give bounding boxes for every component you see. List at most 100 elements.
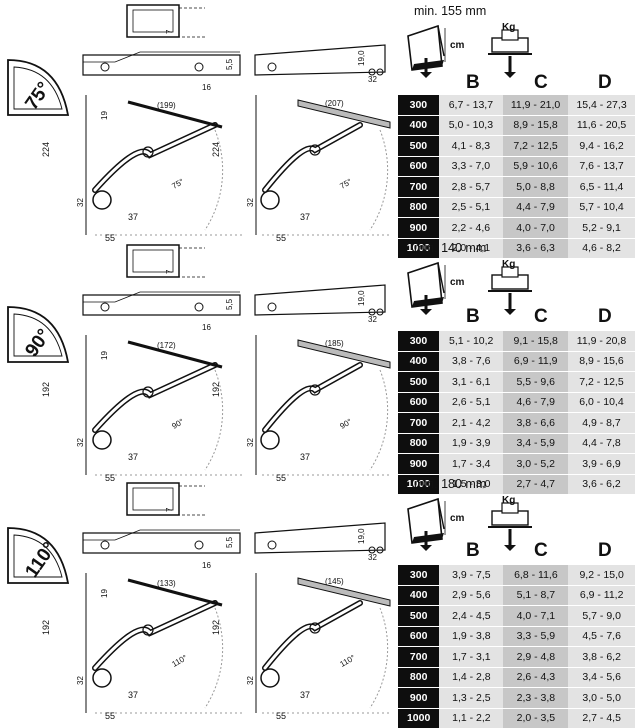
cabinet-side-left (82, 54, 241, 76)
cell-b: 1,3 - 2,5 (439, 687, 504, 708)
hinge-joint (142, 624, 154, 636)
dim-len-left: (199) (157, 101, 176, 110)
cell-d: 4,5 - 7,6 (568, 625, 635, 647)
cell-c: 4,6 - 7,9 (503, 391, 568, 413)
cell-b: 2,4 - 4,5 (439, 605, 504, 626)
cell-c: 3,3 - 5,9 (503, 625, 569, 647)
cell-b: 5,0 - 10,3 (438, 114, 504, 136)
hinge-arm-inner (263, 123, 362, 192)
cell-width: 800 (398, 196, 439, 218)
dim-32: 32 (246, 676, 255, 685)
hinge-joint (142, 386, 154, 398)
dim-hole-a: 19,0 (357, 290, 366, 306)
dim-32: 32 (246, 438, 255, 447)
cell-d: 5,2 - 9,1 (568, 217, 635, 238)
dim-len-left: (133) (157, 579, 176, 588)
min-height-label: min. 155 mm (414, 4, 487, 18)
cell-width: 900 (398, 687, 440, 708)
cell-c: 5,9 - 10,6 (503, 155, 569, 177)
dim-arc: 90° (170, 417, 185, 431)
hinge-pivot (92, 190, 112, 210)
cell-b: 2,5 - 5,1 (438, 196, 504, 218)
angle-label: 110° (21, 539, 60, 582)
dim-side-b: 5,5 (225, 536, 234, 548)
dim-side-b: 5,5 (225, 298, 234, 310)
dim-19: 19 (100, 111, 109, 120)
cell-c: 4,4 - 7,9 (503, 196, 569, 218)
hinge-arm-inner (263, 363, 362, 432)
cabinet-edge (83, 529, 240, 541)
screw-icon (368, 68, 376, 76)
box-weight-icon (407, 261, 532, 315)
swing-arc (204, 369, 224, 471)
cell-width: 1000 (398, 707, 440, 728)
cell-d: 3,6 - 6,2 (567, 473, 635, 494)
cabinet-edge (83, 51, 240, 63)
badge-inner (13, 313, 63, 357)
cell-b: 5,1 - 10,2 (438, 331, 504, 351)
cell-d: 3,0 - 5,0 (568, 687, 635, 708)
cell-d: 4,4 - 7,8 (567, 432, 635, 454)
column-header-c: C (534, 72, 548, 93)
angle-badge: 90° (7, 306, 70, 363)
cell-width: 300 (398, 95, 439, 115)
hinge-joint (142, 146, 154, 158)
dim-hole-a: 19,0 (357, 528, 366, 544)
profile-inner (132, 249, 174, 273)
cabinet-side-right (254, 44, 386, 76)
cabinet-side-left (82, 294, 241, 316)
cell-width: 500 (398, 605, 440, 626)
hinge-joint (309, 144, 321, 156)
cell-d: 8,9 - 15,6 (567, 350, 635, 372)
cell-d: 2,7 - 4,5 (568, 707, 635, 728)
dim-32: 32 (246, 198, 255, 207)
box-weight-icon (407, 24, 532, 78)
cell-width: 1000 (398, 237, 439, 258)
screw-icon (376, 546, 384, 554)
dim-hole-b: 32 (368, 553, 377, 562)
dim-height: 224 (211, 142, 221, 157)
dim-hole-b: 32 (368, 75, 377, 84)
cabinet-side-right (254, 522, 386, 554)
unit-kg-label: Kg (502, 259, 516, 270)
dim-len-right: (145) (325, 577, 344, 586)
dim-top-h: 7 (165, 507, 174, 512)
dim-55: 55 (105, 233, 115, 243)
cell-d: 6,9 - 11,2 (568, 584, 635, 606)
dim-height: 192 (41, 382, 51, 397)
lid-panel (297, 577, 391, 607)
cell-width: 600 (398, 625, 440, 647)
cell-d: 15,4 - 27,3 (568, 95, 635, 115)
profile-inner (132, 9, 174, 33)
dim-55: 55 (105, 711, 115, 720)
dim-len-left: (172) (157, 341, 176, 350)
dim-top-h: 7 (165, 269, 174, 274)
cell-d: 3,9 - 6,9 (567, 453, 635, 474)
cell-b: 1,9 - 3,8 (439, 625, 504, 647)
hinge-pivot (260, 430, 280, 450)
badge-outline (7, 527, 70, 584)
cell-d: 6,5 - 11,4 (568, 176, 635, 197)
column-header-c: C (534, 306, 548, 327)
dim-height: 224 (41, 142, 51, 157)
dim-37: 37 (300, 212, 310, 222)
dim-side-a: 16 (202, 561, 211, 570)
dim-side-a: 16 (202, 323, 211, 332)
column-header-d: D (598, 306, 612, 327)
cell-c: 5,5 - 9,6 (503, 371, 568, 392)
cell-width: 900 (398, 217, 439, 238)
cell-width: 300 (398, 565, 440, 585)
cell-d: 3,8 - 6,2 (568, 646, 635, 667)
